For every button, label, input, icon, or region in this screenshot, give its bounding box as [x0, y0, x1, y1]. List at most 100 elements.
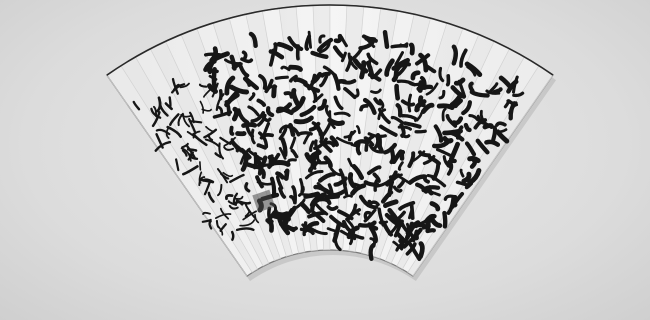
ink-stroke	[390, 115, 405, 125]
ink-stroke	[333, 232, 342, 252]
ink-stroke	[317, 98, 328, 111]
ink-stroke	[438, 89, 446, 100]
ink-stroke	[438, 66, 445, 83]
ink-stroke	[388, 170, 398, 180]
ink-stroke	[166, 125, 183, 139]
ink-stroke	[293, 115, 314, 125]
ink-stroke	[254, 213, 260, 224]
ink-stroke	[220, 172, 230, 180]
ink-stroke	[198, 83, 208, 88]
ink-stroke	[222, 171, 234, 178]
ink-stroke	[242, 210, 257, 221]
ink-stroke	[393, 225, 402, 238]
calligraphy-column	[188, 82, 260, 227]
ink-stroke	[256, 143, 268, 150]
ink-glyph	[308, 214, 347, 252]
ink-stroke	[219, 223, 227, 233]
calligraphy-column	[132, 96, 255, 241]
ink-stroke	[276, 41, 294, 52]
ink-stroke	[211, 82, 219, 98]
ink-stroke	[182, 165, 199, 176]
ink-stroke	[442, 155, 453, 170]
calligraphy-column	[248, 31, 311, 231]
ink-glyph	[464, 141, 482, 186]
ink-stroke	[408, 208, 414, 220]
ink-stroke	[288, 74, 298, 83]
ink-stroke	[310, 197, 321, 213]
ink-stroke	[171, 77, 179, 95]
ink-stroke	[326, 227, 340, 233]
ink-stroke	[349, 233, 354, 246]
ink-glyph	[394, 83, 419, 122]
calligraphy-ink	[132, 29, 525, 262]
ink-glyph	[383, 199, 416, 228]
ink-stroke	[266, 106, 275, 118]
ink-stroke	[155, 133, 164, 149]
ink-stroke	[307, 210, 327, 219]
ink-glyph	[397, 150, 432, 171]
ink-stroke	[475, 138, 490, 155]
ink-stroke	[199, 161, 202, 171]
ink-stroke	[203, 88, 211, 98]
ink-stroke	[152, 105, 158, 118]
ink-stroke	[407, 174, 427, 185]
ink-glyph	[449, 79, 490, 116]
ink-stroke	[250, 128, 256, 145]
ink-stroke	[310, 71, 323, 85]
ink-stroke	[431, 138, 452, 149]
ink-stroke	[426, 216, 435, 228]
ink-stroke	[293, 77, 308, 86]
ink-stroke	[299, 201, 312, 215]
ink-glyph	[216, 147, 251, 184]
ink-stroke	[394, 83, 401, 101]
ink-glyph	[293, 93, 345, 126]
ink-stroke	[229, 54, 237, 71]
ink-stroke	[151, 111, 161, 128]
ink-stroke	[317, 197, 332, 206]
ink-stroke	[464, 61, 483, 78]
ink-stroke	[358, 40, 375, 51]
fan-fold-shade	[336, 5, 364, 251]
ink-stroke	[303, 82, 321, 93]
ink-stroke	[390, 44, 409, 49]
ink-stroke	[414, 53, 431, 66]
ink-stroke	[362, 97, 377, 115]
ink-stroke	[341, 175, 349, 196]
ink-stroke	[457, 79, 466, 97]
ink-stroke	[258, 73, 268, 90]
ink-stroke	[188, 118, 197, 134]
ink-stroke	[175, 158, 180, 172]
ink-stroke	[320, 71, 331, 78]
ink-stroke	[186, 147, 198, 152]
ink-glyph	[370, 88, 391, 125]
calligraphy-column	[308, 33, 357, 252]
ink-stroke	[238, 63, 250, 78]
ink-stroke	[280, 137, 288, 158]
ink-glyph	[455, 168, 474, 190]
ink-stroke	[484, 139, 501, 147]
ink-stroke	[461, 171, 472, 184]
ink-stroke	[278, 125, 286, 134]
ink-stroke	[198, 171, 203, 184]
ink-stroke	[207, 191, 215, 203]
ink-stroke	[268, 49, 285, 60]
ink-stroke	[182, 113, 191, 128]
ink-stroke	[512, 91, 525, 98]
ink-stroke	[208, 220, 213, 230]
ink-stroke	[341, 219, 356, 235]
ink-stroke	[410, 70, 421, 81]
ink-stroke	[418, 95, 426, 108]
ink-glyph	[203, 173, 245, 197]
ink-stroke	[407, 151, 416, 169]
ink-stroke	[267, 154, 276, 167]
calligraphy-column	[293, 30, 345, 234]
ink-stroke	[203, 58, 217, 73]
ink-stroke	[396, 79, 417, 87]
ink-stroke	[290, 148, 299, 159]
ink-stroke	[468, 114, 480, 122]
ink-stroke	[155, 128, 171, 136]
ink-stroke	[231, 106, 240, 122]
ink-stroke	[188, 111, 195, 124]
ink-stroke	[240, 153, 250, 172]
